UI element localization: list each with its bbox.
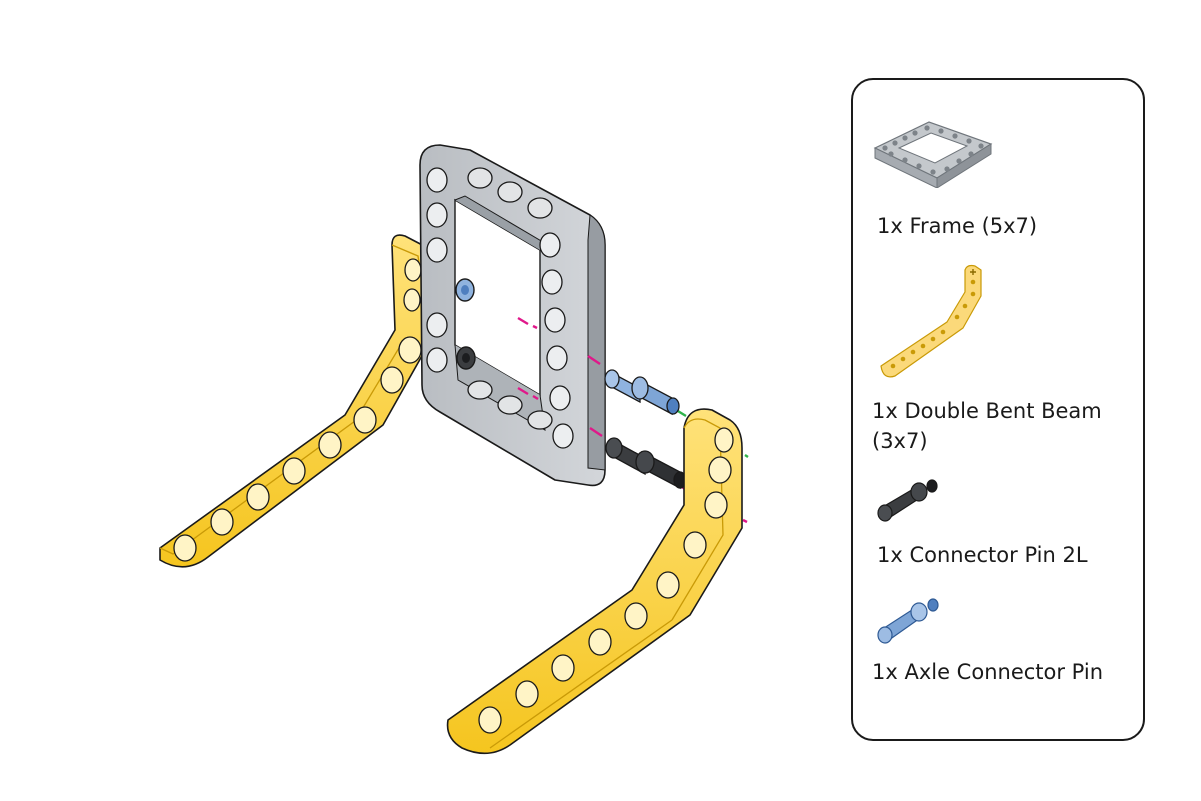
beam-hole — [318, 431, 342, 459]
beam-hole — [527, 410, 553, 430]
beam-hole — [541, 269, 563, 295]
beam-hole — [656, 571, 680, 599]
beam-hole — [426, 237, 448, 263]
beam-hole — [551, 654, 575, 682]
beam-hole — [714, 427, 734, 453]
double-bent-beam-icon — [880, 264, 982, 378]
beam-hole — [544, 307, 566, 333]
loose-connector-pin-2l — [605, 437, 687, 490]
beam-hole — [478, 706, 502, 734]
beam-hole — [527, 197, 553, 219]
loose-axle-connector-pin — [604, 369, 680, 416]
right-bent-beam — [446, 408, 743, 755]
part-label: 1x Double Bent Beam (3x7) — [872, 399, 1102, 453]
beam-hole — [467, 167, 493, 189]
beam-hole — [403, 288, 421, 312]
beam-hole — [683, 531, 707, 559]
left-bent-beam — [159, 234, 433, 568]
beam-hole — [467, 380, 493, 400]
frame-5x7-icon — [873, 121, 993, 188]
beam-hole — [353, 406, 377, 434]
beam-hole — [426, 347, 448, 373]
part-label: 1x Frame (5x7) — [877, 214, 1038, 238]
connector-pin-2l-icon — [877, 479, 938, 522]
beam-hole — [549, 385, 571, 411]
axle-connector-pin-icon — [877, 598, 939, 644]
beam-hole — [515, 680, 539, 708]
beam-hole — [539, 232, 561, 258]
beam-hole — [546, 345, 568, 371]
parts-list-panel: 1x Frame (5x7) 1x Double Bent Beam (3x7)… — [851, 78, 1145, 741]
beam-hole — [708, 456, 732, 484]
beam-hole — [704, 491, 728, 519]
beam-hole — [398, 336, 422, 364]
part-label: 1x Connector Pin 2L — [877, 543, 1088, 567]
beam-hole — [588, 628, 612, 656]
frame-5x7 — [419, 144, 606, 487]
beam-hole — [624, 602, 648, 630]
beam-hole — [426, 202, 448, 228]
beam-hole — [246, 483, 270, 511]
part-label: 1x Axle Connector Pin — [872, 660, 1104, 684]
beam-hole — [426, 312, 448, 338]
beam-hole — [210, 508, 234, 536]
beam-hole — [497, 181, 523, 203]
beam-hole — [380, 366, 404, 394]
beam-hole — [173, 534, 197, 562]
beam-hole — [552, 423, 574, 449]
beam-hole — [282, 457, 306, 485]
beam-hole — [426, 167, 448, 193]
beam-hole — [404, 258, 422, 282]
beam-hole — [497, 395, 523, 415]
